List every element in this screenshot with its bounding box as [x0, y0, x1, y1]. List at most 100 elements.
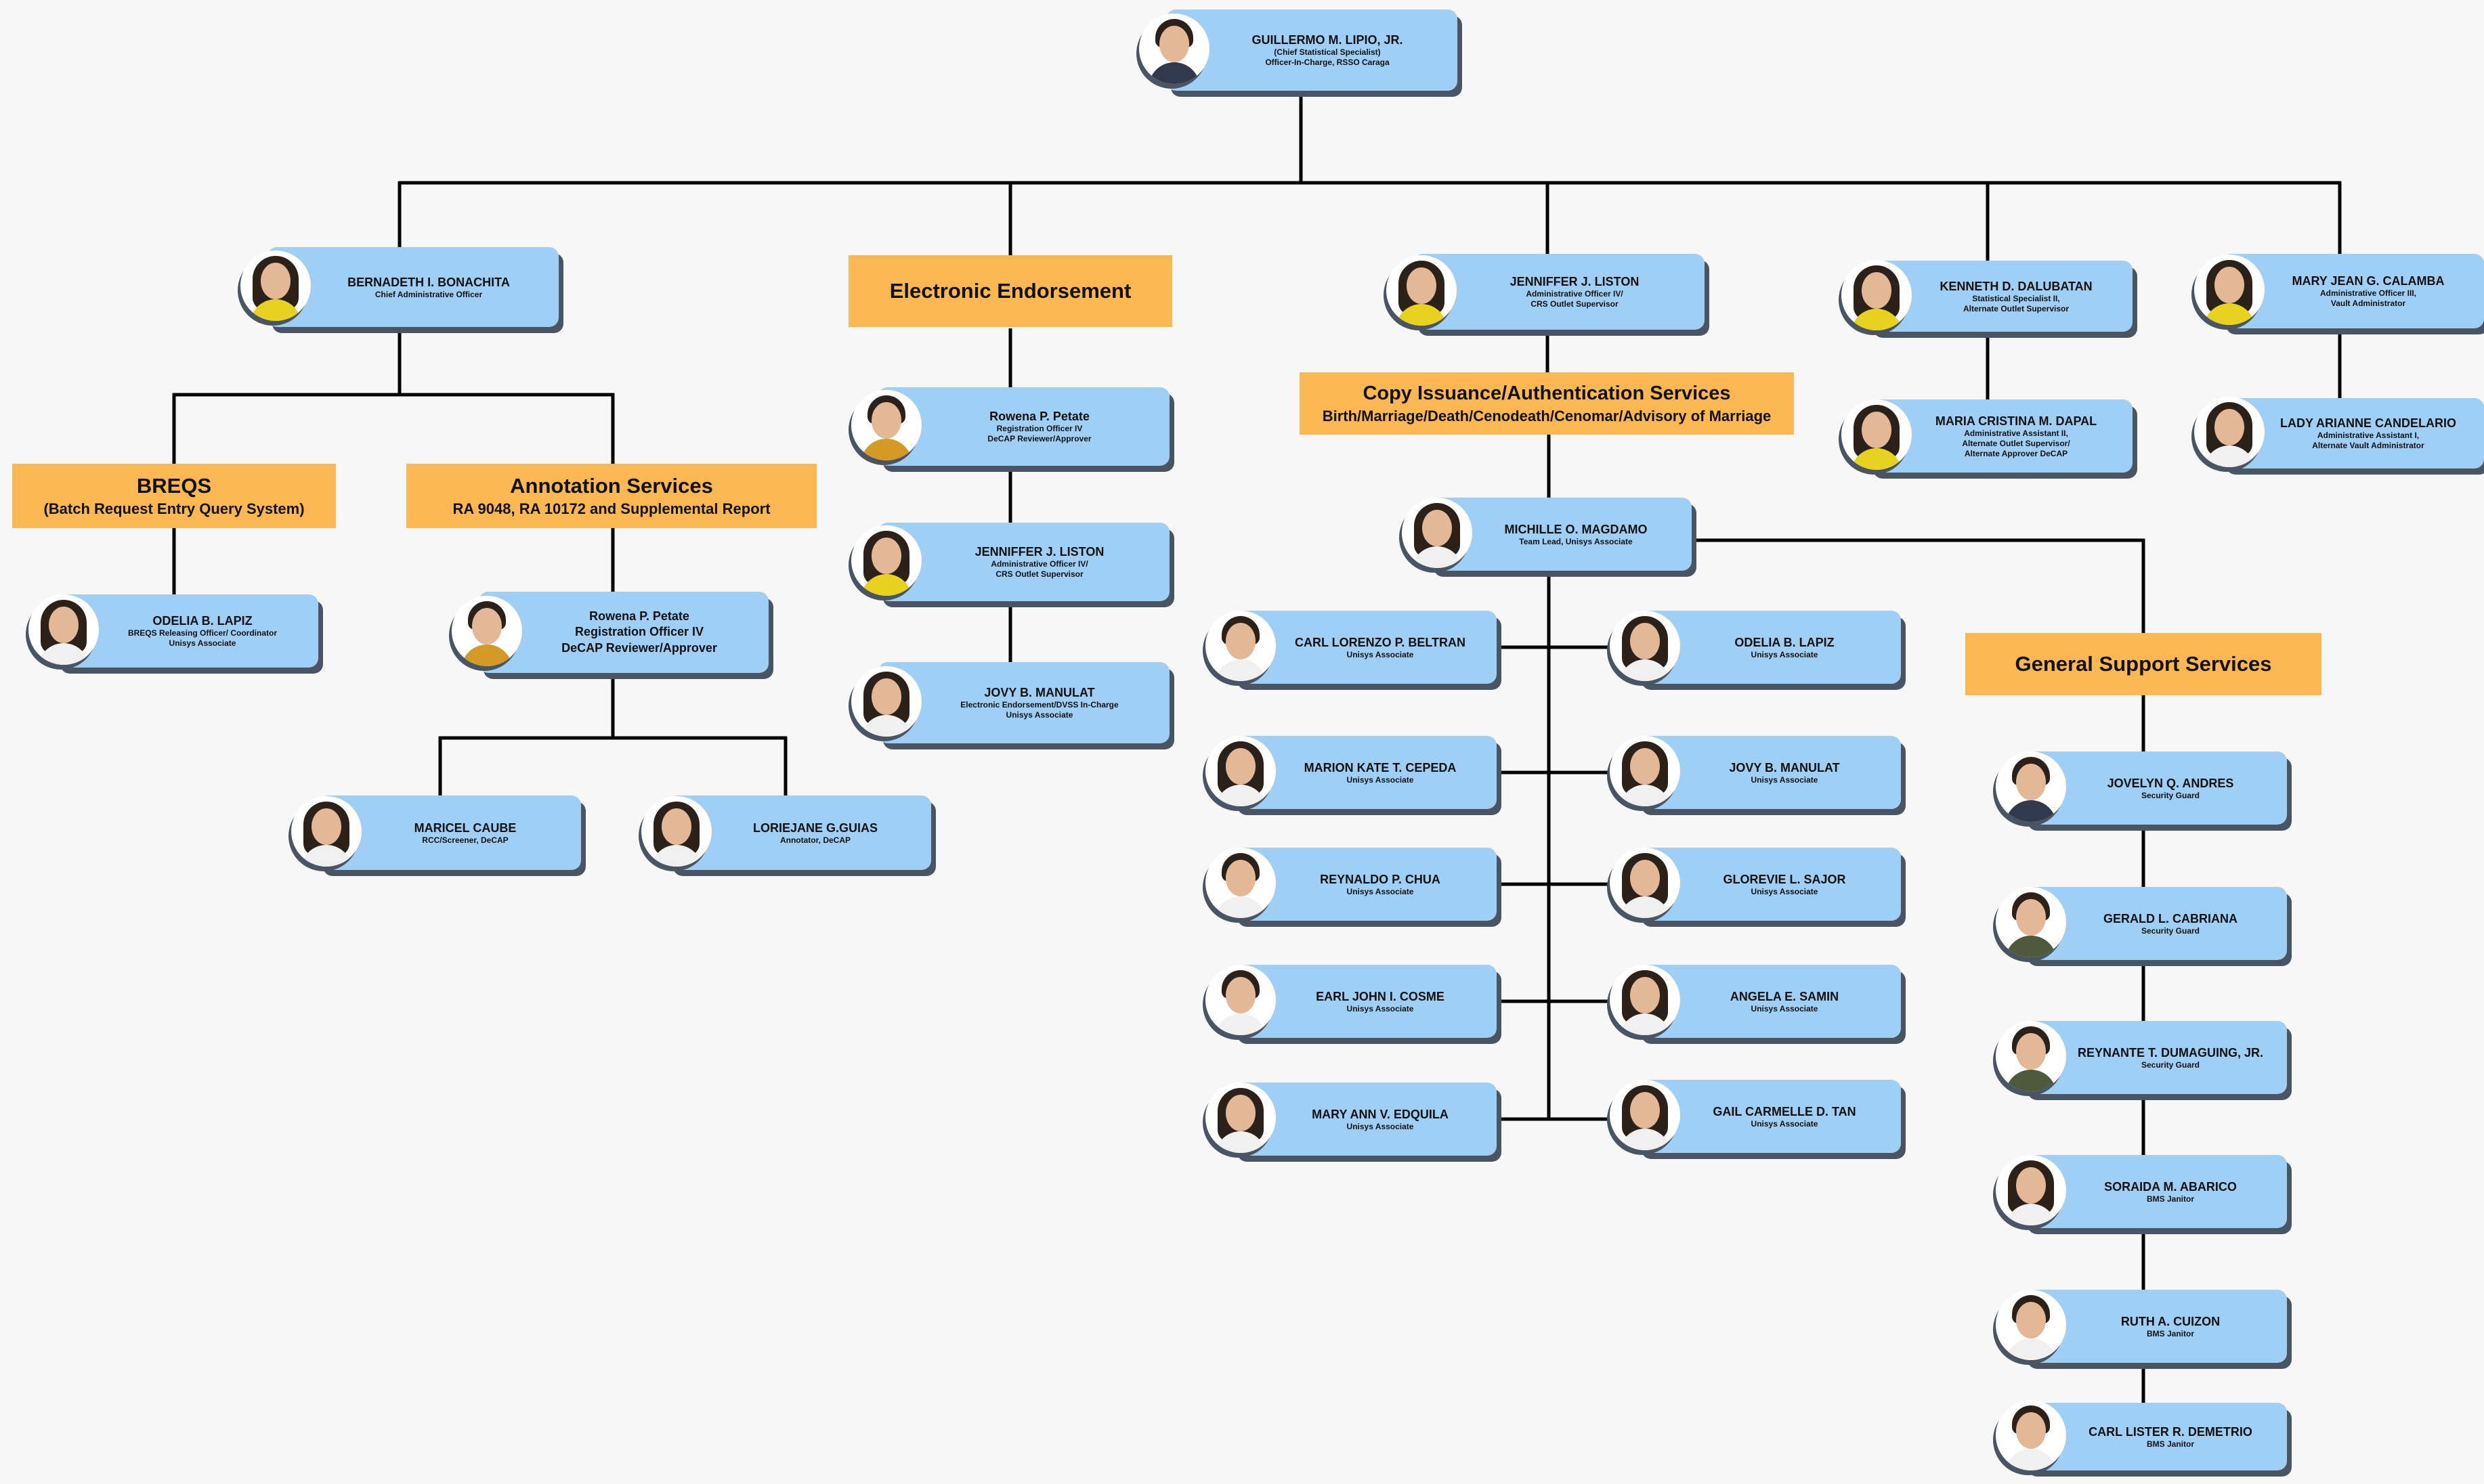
breqs-header: BREQS (Batch Request Entry Query System) — [12, 464, 336, 528]
copy-issuance-header: Copy Issuance/Authentication Services Bi… — [1300, 372, 1794, 435]
person-name: EARL JOHN I. COSME — [1316, 989, 1444, 1003]
person-card-demetrio: CARL LISTER R. DEMETRIO BMS Janitor — [1994, 1400, 2287, 1470]
person-title: Unisys Associate — [169, 638, 236, 648]
person-card-abarico: SORAIDA M. ABARICO BMS Janitor — [1994, 1155, 2287, 1228]
electronic-endorsement-header: Electronic Endorsement — [849, 255, 1172, 327]
person-name: Rowena P. Petate — [989, 410, 1090, 423]
person-card-andres: JOVELYN Q. ANDRES Security Guard — [1994, 751, 2287, 825]
person-title: Security Guard — [2141, 790, 2200, 800]
copy-issuance-title: Copy Issuance/Authentication Services — [1363, 383, 1731, 404]
avatar — [240, 250, 311, 321]
person-name: ODELIA B. LAPIZ — [152, 614, 253, 628]
person-title: Administrative Assistant II, — [1964, 428, 2068, 438]
person-card-cuizon: RUTH A. CUIZON BMS Janitor — [1994, 1290, 2287, 1363]
person-title: Unisys Associate — [1346, 1003, 1414, 1013]
person-title: Alternate Outlet Supervisor — [1963, 303, 2070, 313]
person-title: Security Guard — [2141, 1060, 2200, 1070]
general-support-header: General Support Services — [1965, 633, 2321, 695]
person-name: MARION KATE T. CEPEDA — [1304, 760, 1457, 774]
person-card-samin: ANGELA E. SAMIN Unisys Associate — [1608, 965, 1901, 1038]
person-title: Administrative Assistant I, — [2317, 431, 2420, 440]
avatar — [291, 796, 362, 867]
person-title: DeCAP Reviewer/Approver — [561, 641, 717, 655]
avatar — [1610, 611, 1680, 681]
person-name: JOVY B. MANULAT — [984, 686, 1095, 699]
annotation-services-title: Annotation Services — [510, 473, 713, 498]
person-card-caube: MARICEL CAUBE RCC/Screener, DeCAP — [290, 795, 581, 870]
person-title: Chief Administrative Officer — [374, 289, 483, 299]
person-card-cepeda: MARION KATE T. CEPEDA Unisys Associate — [1204, 736, 1497, 809]
person-name: JOVELYN Q. ANDRES — [2107, 776, 2234, 790]
avatar — [452, 596, 522, 666]
person-card-dapal: MARIA CRISTINA M. DAPAL Administrative A… — [1840, 399, 2133, 473]
person-title: Registration Officer IV — [996, 424, 1083, 433]
person-card-dalubatan: KENNETH D. DALUBATAN Statistical Special… — [1840, 259, 2133, 332]
avatar — [851, 666, 922, 737]
annotation-services-header: Annotation Services RA 9048, RA 10172 an… — [406, 464, 817, 528]
person-title: Unisys Associate — [1751, 1003, 1818, 1013]
person-name: CARL LISTER R. DEMETRIO — [2089, 1424, 2252, 1439]
person-title: Security Guard — [2141, 925, 2200, 936]
person-title: Team Lead, Unisys Associate — [1519, 536, 1633, 546]
avatar — [1996, 1400, 2066, 1470]
person-card-dumaguing: REYNANTE T. DUMAGUING, JR. Security Guar… — [1994, 1021, 2287, 1094]
avatar — [1205, 1083, 1276, 1153]
person-name: GAIL CARMELLE D. TAN — [1713, 1104, 1856, 1118]
person-title: Unisys Associate — [1346, 1121, 1414, 1131]
person-name: LORIEJANE G.GUIAS — [752, 821, 878, 835]
avatar — [1402, 498, 1472, 568]
person-title: CRS Outlet Supervisor — [995, 569, 1084, 579]
person-card-lapiz: ODELIA B. LAPIZ Unisys Associate — [1608, 611, 1901, 684]
person-card-manulat: JOVY B. MANULAT Unisys Associate — [1608, 736, 1901, 809]
avatar — [851, 390, 922, 460]
person-card-beltran: CARL LORENZO P. BELTRAN Unisys Associate — [1204, 611, 1497, 684]
person-title: Statistical Specialist II, — [1972, 293, 2060, 303]
avatar — [1996, 887, 2066, 957]
person-name: GLOREVIE L. SAJOR — [1723, 872, 1846, 886]
avatar — [1996, 1155, 2066, 1225]
avatar — [1996, 751, 2066, 822]
person-title: RCC/Screener, DeCAP — [422, 835, 509, 845]
person-card-chua: REYNALDO P. CHUA Unisys Associate — [1204, 848, 1497, 921]
avatar — [1996, 1021, 2066, 1091]
person-name: BERNADETH I. BONACHITA — [347, 275, 510, 289]
person-title: Unisys Associate — [1751, 649, 1818, 659]
avatar — [1205, 736, 1276, 806]
avatar — [2194, 397, 2265, 467]
avatar — [1205, 848, 1276, 918]
person-title: Officer-In-Charge, RSSO Caraga — [1265, 58, 1390, 67]
person-card-edquila: MARY ANN V. EDQUILA Unisys Associate — [1204, 1083, 1497, 1156]
person-name: LADY ARIANNE CANDELARIO — [2279, 416, 2456, 430]
person-name: CARL LORENZO P. BELTRAN — [1294, 635, 1465, 649]
person-card-manulat-ee: JOVY B. MANULAT Electronic Endorsement/D… — [850, 662, 1170, 743]
avatar — [1996, 1290, 2066, 1360]
person-name: GERALD L. CABRIANA — [2103, 911, 2237, 925]
person-name: Rowena P. Petate — [589, 609, 689, 623]
person-title: BMS Janitor — [2146, 1439, 2194, 1449]
person-name: RUTH A. CUIZON — [2120, 1314, 2221, 1328]
breqs-subtitle: (Batch Request Entry Query System) — [43, 500, 305, 517]
person-title: DeCAP Reviewer/Approver — [987, 434, 1092, 443]
avatar — [1610, 736, 1680, 806]
avatar — [1841, 259, 1912, 330]
person-title: Electronic Endorsement/DVSS In-Charge — [960, 700, 1119, 710]
person-card-petate-ee: Rowena P. Petate Registration Officer IV… — [850, 387, 1170, 466]
person-title: Alternate Approver DeCAP — [1964, 448, 2068, 458]
person-title: CRS Outlet Supervisor — [1530, 299, 1619, 309]
breqs-title: BREQS — [136, 473, 212, 498]
person-title: Unisys Associate — [1346, 774, 1414, 785]
person-title: Unisys Associate — [1751, 774, 1818, 785]
person-title: (Chief Statistical Specialist) — [1274, 47, 1381, 57]
person-title: BMS Janitor — [2146, 1194, 2194, 1204]
person-name: REYNALDO P. CHUA — [1320, 872, 1440, 886]
person-name: JENNIFFER J. LISTON — [1509, 275, 1640, 288]
copy-issuance-subtitle: Birth/Marriage/Death/Cenodeath/Cenomar/A… — [1322, 408, 1772, 424]
person-name: MARICEL CAUBE — [414, 821, 517, 835]
person-card-magdamo: MICHILLE O. MAGDAMO Team Lead, Unisys As… — [1400, 498, 1692, 571]
person-name: GUILLERMO M. LIPIO, JR. — [1251, 33, 1403, 47]
person-title: Registration Officer IV — [574, 625, 704, 638]
person-title: Administrative Officer IV/ — [991, 559, 1088, 569]
general-support-title: General Support Services — [2015, 652, 2272, 676]
person-name: MICHILLE O. MAGDAMO — [1504, 522, 1648, 536]
avatar — [28, 594, 99, 665]
